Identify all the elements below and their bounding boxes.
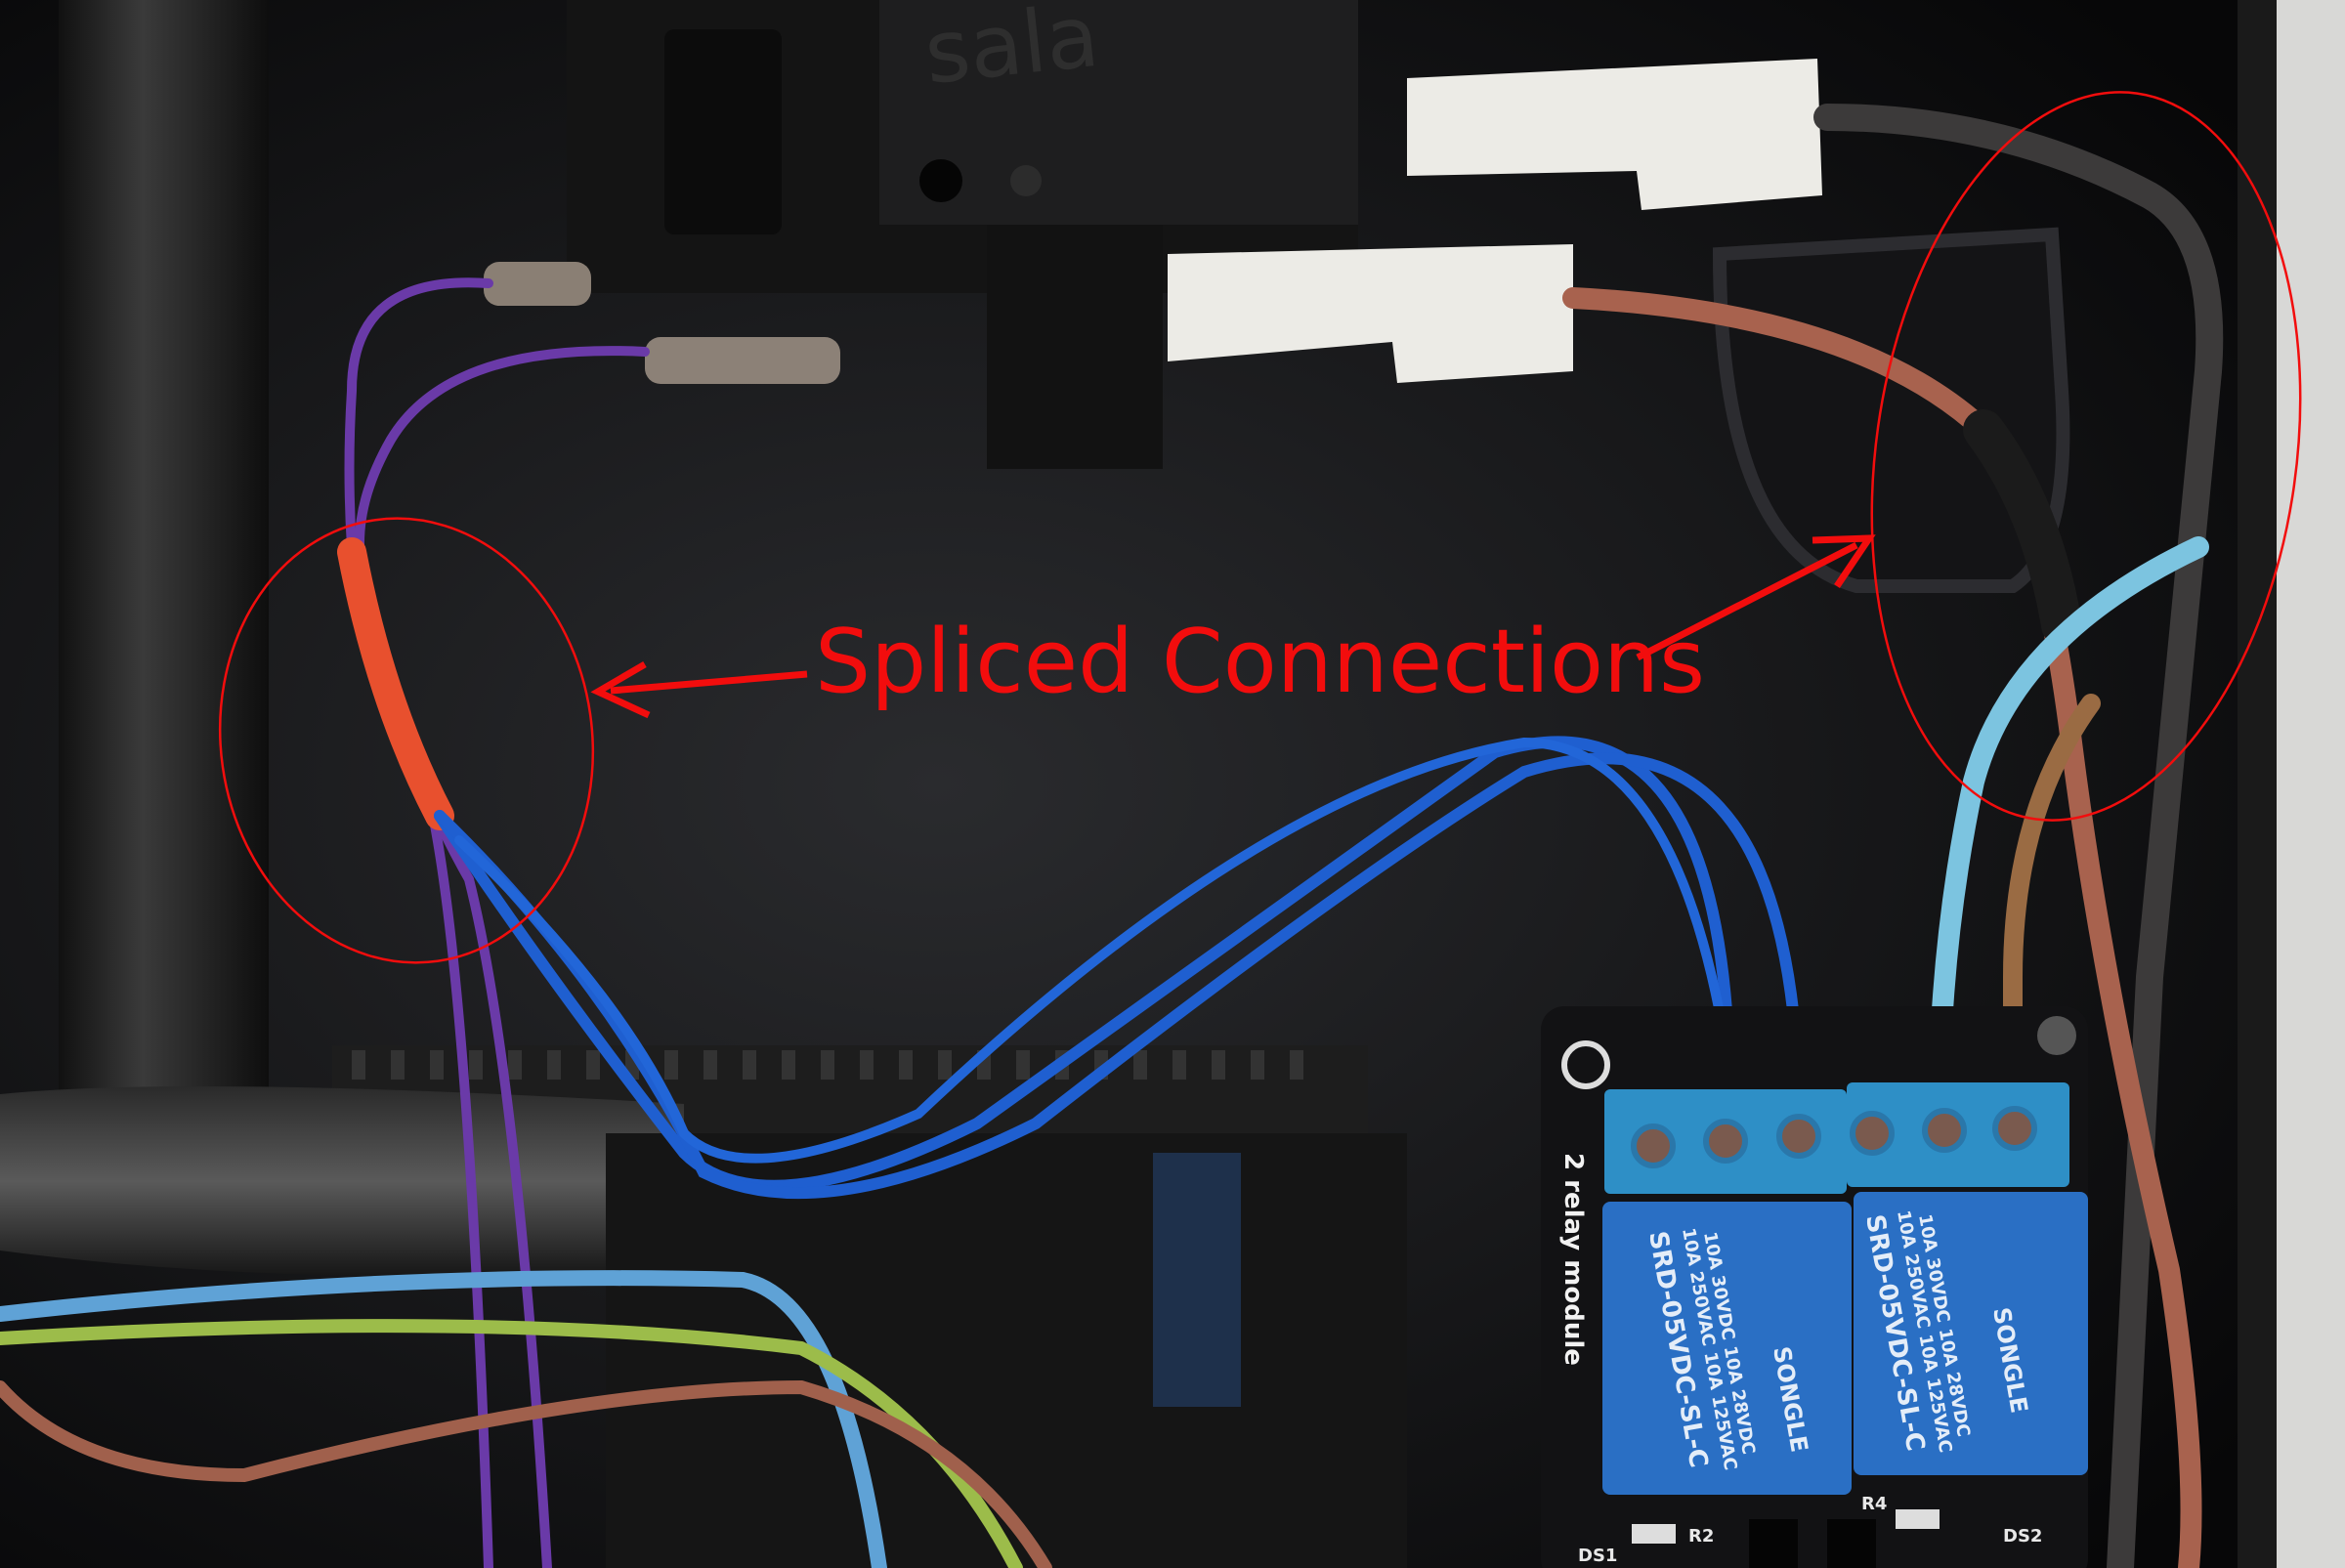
gear-tray: [0, 1086, 684, 1277]
annotation-label: Spliced Connections: [815, 611, 1705, 713]
wire-brown-bottom: [0, 1379, 1052, 1568]
wire-blue-3: [454, 737, 1734, 1164]
wire-dark-gray: [1813, 104, 2224, 1568]
silkscreen-ds1: DS1: [1578, 1546, 1617, 1566]
micro-switch: sala: [567, 0, 1358, 469]
silkscreen-r2: R2: [1688, 1526, 1714, 1547]
relay-module: SRD-05VDC-SL-C 10A 250VAC 10A 125VAC 10A…: [1541, 1006, 2088, 1568]
silkscreen-r4: R4: [1861, 1494, 1887, 1514]
left-pole: [59, 0, 269, 1123]
arrow-left-head-icon: [590, 660, 651, 719]
arrow-left-shaft: [610, 670, 808, 695]
crimp-terminal-2: [645, 337, 840, 384]
wires: [0, 104, 2224, 1568]
white-connector-bottom: [1168, 244, 1573, 383]
motor-housing: [606, 1133, 1407, 1568]
silkscreen-ds2: DS2: [2003, 1526, 2042, 1547]
white-connector-top: [1407, 59, 1822, 210]
board-label: 2 relay module: [1558, 1153, 1588, 1366]
highlight-ellipse-left: [218, 517, 595, 964]
heat-shrink-right: [1963, 409, 2082, 646]
terminal-screws: [1631, 1106, 2037, 1168]
wire-blue-2: [434, 752, 1804, 1200]
smd-resistor-r4: [1896, 1509, 1940, 1529]
highlight-ellipse-right: [1870, 91, 2302, 822]
switch-brand: sala: [919, 0, 1103, 104]
crimp-terminal-1: [484, 262, 591, 306]
right-panel-shadow: [2238, 0, 2277, 1568]
optocoupler-1: [1749, 1519, 1798, 1568]
motor-blue-reflection: [1153, 1153, 1241, 1407]
annotation-layer: [218, 91, 2302, 964]
wire-light-blue: [1929, 536, 2209, 1081]
wire-tan: [2003, 694, 2101, 1080]
relay-1: [1602, 1202, 1852, 1495]
heat-shrink-left: [337, 537, 454, 830]
relay-2: [1854, 1192, 2088, 1475]
smd-resistor-r2: [1632, 1524, 1676, 1544]
optocoupler-2: [1827, 1519, 1876, 1568]
arrow-right-shaft: [1636, 541, 1858, 661]
arrow-right-head-icon: [1812, 534, 1876, 588]
right-panel-edge: [2272, 0, 2345, 1568]
inner-cavity: [1712, 227, 2070, 593]
